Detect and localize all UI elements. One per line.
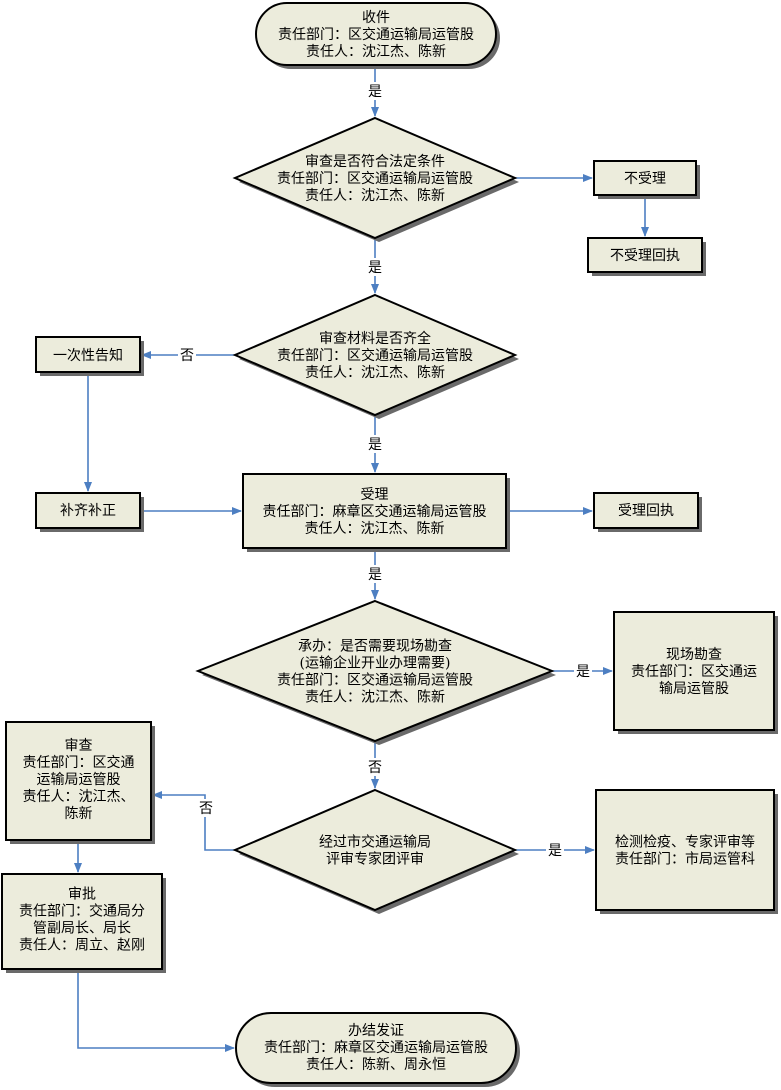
- node-text-line: 责任部门：区交通运输局运管股: [278, 26, 474, 43]
- edge-label-yes: 是: [368, 437, 382, 453]
- node-supplement: 补齐补正: [35, 492, 144, 532]
- edge-label-no: 否: [199, 801, 213, 817]
- edge-label-no-group: 否: [366, 758, 384, 776]
- edge-label-yes-group: 是: [366, 435, 384, 453]
- node-text-line: 责任人：周立、赵刚: [19, 938, 145, 954]
- node-text-line: 审查: [65, 738, 93, 754]
- node-text-line: 一次性告知: [53, 347, 123, 364]
- node-text-line: 责任人：沈江杰、陈新: [305, 520, 445, 537]
- node-text-line: 不受理回执: [610, 248, 680, 264]
- node-text-line: 责任部门：区交通运: [631, 663, 757, 680]
- edge-label-no: 否: [368, 760, 382, 776]
- node-text-line: 输局运管股: [659, 681, 729, 697]
- node-text-line: 检测检疫、专家评审等: [615, 834, 755, 851]
- node-text-line: 责任部门：麻章区交通运输局运管股: [263, 503, 487, 520]
- node-text-line: 审查是否符合法定条件: [305, 153, 445, 170]
- edge-label-yes: 是: [368, 260, 382, 276]
- node-text-line: 责任部门：区交通运输局运管股: [277, 170, 473, 187]
- node-text-line: 责任部门：区交通: [23, 754, 135, 771]
- edge-label-yes-group: 是: [574, 662, 592, 680]
- edge-expert-to-review: [152, 791, 235, 851]
- node-text-line: 补齐补正: [60, 503, 116, 519]
- node-text-line: (运输企业开业办理需要): [300, 655, 451, 672]
- node-text-line: 审批: [68, 887, 96, 903]
- node-text-line: 经过市交通运输局: [319, 834, 431, 851]
- node-text-line: 责任人：沈江杰、陈新: [305, 689, 445, 706]
- node-text-line: 责任部门：麻章区交通运输局运管股: [264, 1039, 488, 1056]
- node-text-line: 受理回执: [618, 503, 674, 519]
- node-not-accepted-receipt: 不受理回执: [587, 237, 706, 276]
- edge-label-yes-group: 是: [546, 841, 564, 859]
- node-text-line: 办结发证: [348, 1023, 404, 1039]
- node-not-accepted: 不受理: [593, 160, 700, 199]
- edge-label-yes: 是: [368, 567, 382, 583]
- node-text-line: 评审专家团评审: [326, 851, 424, 868]
- node-text-line: 责任部门：市局运管科: [615, 851, 755, 868]
- node-text-line: 责任部门：区交通运输局运管股: [277, 672, 473, 689]
- node-text-line: 收件: [362, 10, 390, 26]
- node-text-line: 责任人：沈江杰、陈新: [305, 364, 445, 381]
- edge-approve-to-finish: [77, 970, 235, 1052]
- edge-label-no-group: 否: [197, 799, 215, 817]
- edge-label-no: 否: [180, 348, 194, 364]
- edge-label-yes-group: 是: [366, 258, 384, 276]
- node-text-line: 运输局运管股: [37, 772, 121, 788]
- node-text-line: 责任部门：交通局分: [19, 903, 145, 920]
- node-text-line: 责任部门：区交通运输局运管股: [277, 347, 473, 364]
- node-text-line: 承办：是否需要现场勘查: [298, 639, 452, 655]
- node-one-time-notice: 一次性告知: [35, 336, 144, 376]
- edge-label-yes-group: 是: [366, 82, 384, 100]
- node-text-line: 责任人：陈新、周永恒: [306, 1056, 446, 1073]
- node-text-line: 管副局长、局长: [33, 921, 131, 937]
- node-text-line: 现场勘查: [666, 647, 722, 663]
- node-text-line: 责任人：沈江杰、陈新: [306, 43, 446, 60]
- edge-label-no-group: 否: [178, 346, 196, 364]
- node-text-line: 受理: [361, 487, 389, 503]
- node-accept-receipt: 受理回执: [593, 492, 702, 532]
- edge-label-yes-group: 是: [366, 565, 384, 583]
- node-text-line: 责任人：沈江杰、陈新: [305, 187, 445, 204]
- edge-label-yes: 是: [576, 664, 590, 680]
- node-text-line: 审查材料是否齐全: [319, 330, 431, 347]
- node-text-line: 陈新: [65, 805, 93, 822]
- edge-label-yes: 是: [548, 843, 562, 859]
- edge-label-yes: 是: [368, 84, 382, 100]
- node-text-line: 责任人：沈江杰、: [23, 789, 135, 805]
- node-handle: 承办：是否需要现场勘查(运输企业开业办理需要)责任部门：区交通运输局运管股责任人…: [195, 599, 556, 745]
- node-text-line: 不受理: [624, 171, 666, 187]
